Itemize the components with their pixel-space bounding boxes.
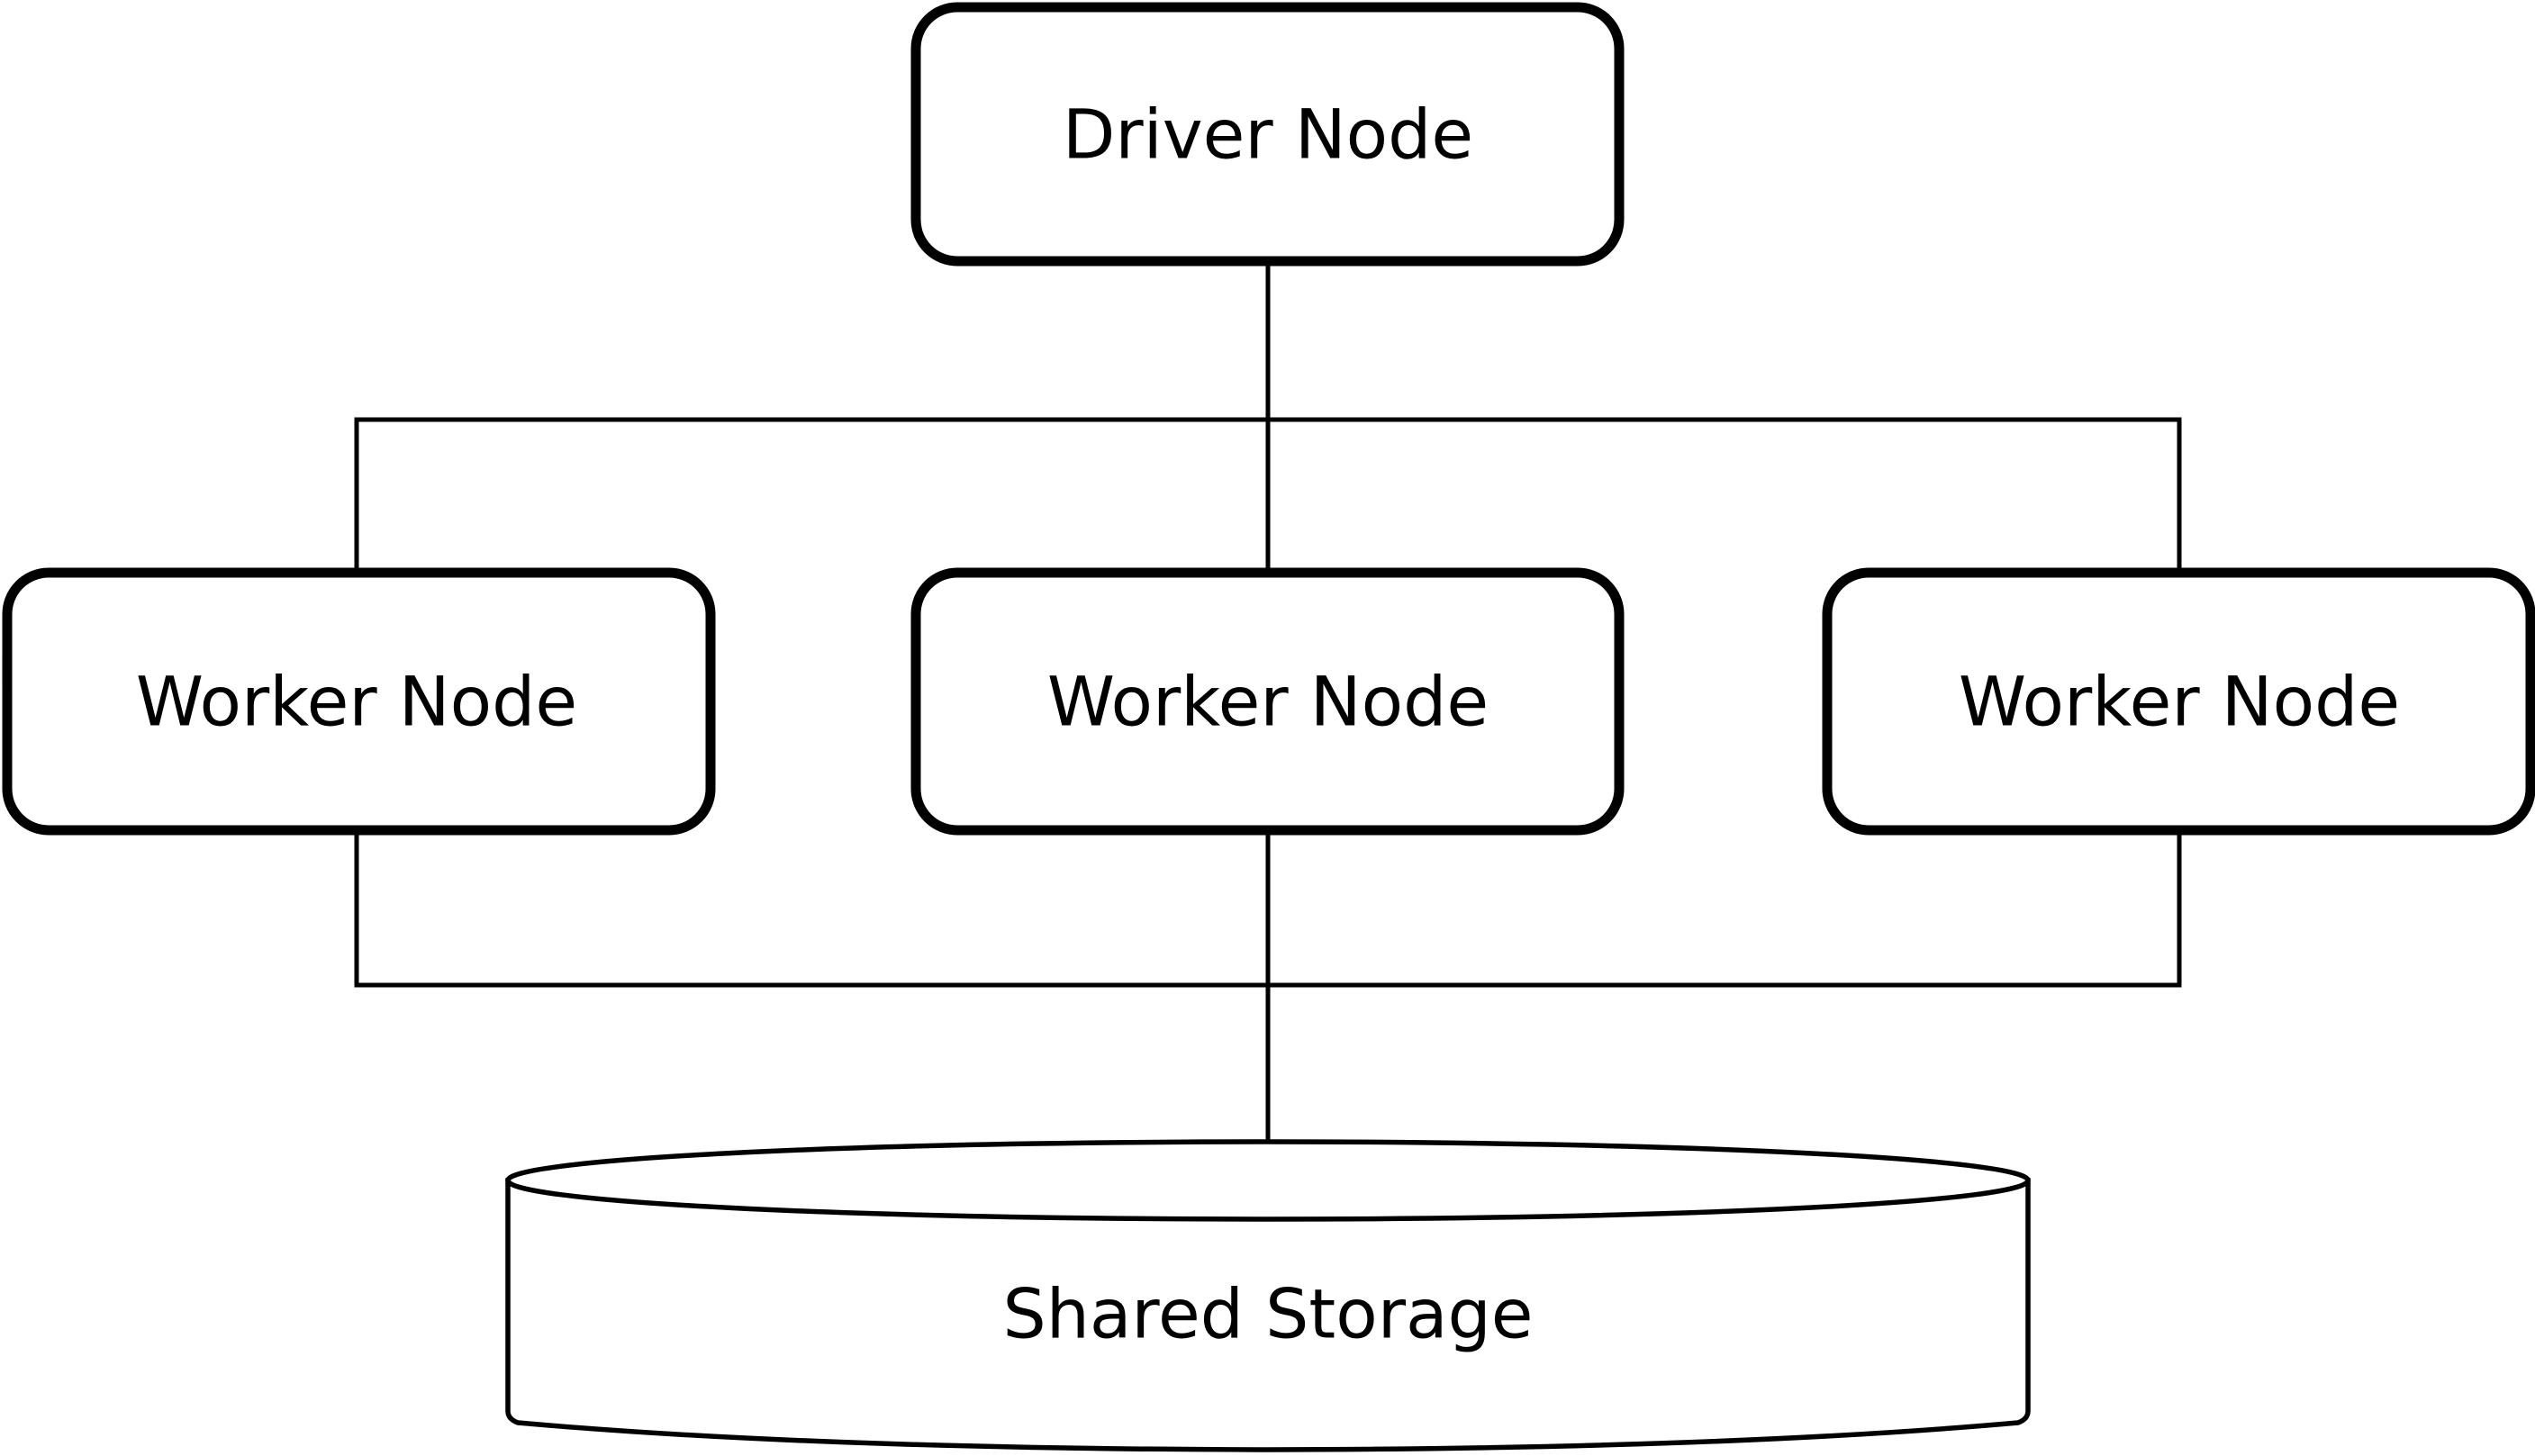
worker-node-box xyxy=(1822,567,2535,836)
worker-node-box xyxy=(910,567,1625,836)
storage-cylinder-top xyxy=(505,1139,2031,1222)
worker-node-1: Worker Node xyxy=(2,567,716,836)
driver-node-box xyxy=(910,2,1625,267)
worker-node-label: Worker Node xyxy=(1047,662,1489,742)
driver-node: Driver Node xyxy=(910,2,1625,267)
worker-node-box xyxy=(2,567,716,836)
worker-node-label: Worker Node xyxy=(136,662,577,742)
shared-storage: Shared Storage xyxy=(505,1139,2031,1452)
worker-node-2: Worker Node xyxy=(910,567,1625,836)
driver-connectors xyxy=(354,258,2182,575)
worker-node-3: Worker Node xyxy=(1822,567,2535,836)
storage-cylinder-body xyxy=(505,1178,2031,1452)
worker-node-label: Worker Node xyxy=(1959,662,2400,742)
driver-node-label: Driver Node xyxy=(1063,95,1473,175)
storage-connectors xyxy=(354,827,2182,1143)
storage-label: Shared Storage xyxy=(1002,1274,1533,1354)
